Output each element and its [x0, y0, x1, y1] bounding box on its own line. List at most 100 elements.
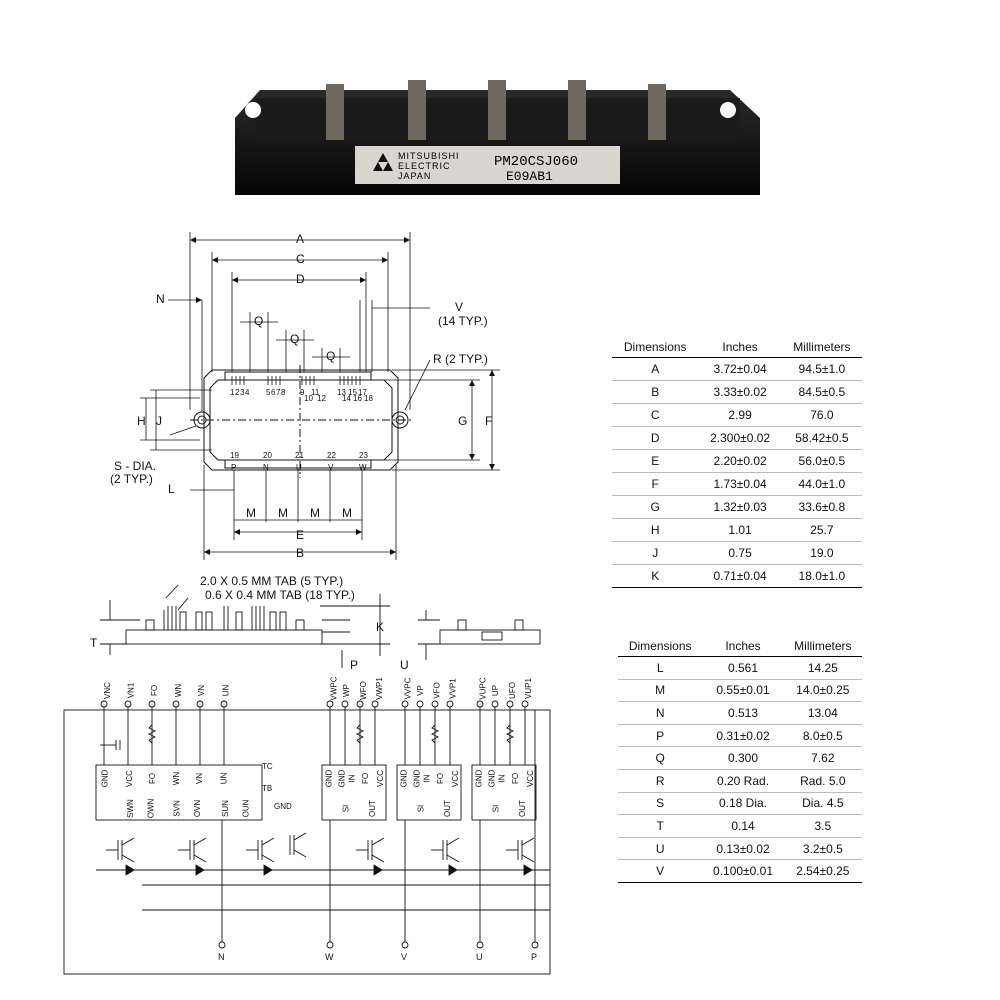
brand-text: MITSUBISHI [398, 151, 460, 161]
dim-label-k: K [376, 620, 385, 634]
mm-cell: 8.0±0.5 [783, 724, 862, 748]
tab-note-1: 2.0 X 0.5 MM TAB (5 TYP.) [200, 574, 344, 588]
term-vn1: VN1 [126, 682, 136, 699]
mm-cell: 2.54±0.25 [783, 859, 862, 883]
inch-cell: 0.14 [702, 814, 784, 838]
dim-cell: L [618, 656, 703, 680]
dim-cell: J [612, 541, 699, 565]
dim-cell: R [618, 769, 703, 793]
pin-17: 17 [358, 388, 367, 397]
dim-label-u: U [400, 658, 409, 672]
mm-cell: 18.0±1.0 [781, 564, 862, 588]
inch-cell: 0.18 Dia. [702, 792, 784, 816]
inch-cell: 0.55±0.01 [702, 679, 784, 703]
mm-cell: 3.2±0.5 [783, 837, 862, 861]
mm-cell: 14.25 [783, 656, 862, 680]
dim-cell: H [612, 518, 699, 542]
mm-cell: 56.0±0.5 [781, 449, 862, 473]
module-photo: MITSUBISHI ELECTRIC JAPAN PM20CSJ060 E09… [235, 45, 760, 195]
hic-w-si: SI [341, 804, 351, 813]
hic-u-vcc: VCC [525, 770, 535, 787]
ic-high-side-w [321, 764, 387, 821]
pin-v: V [328, 463, 334, 472]
igbt-symbols [106, 832, 535, 863]
hic-u-si: SI [491, 804, 501, 813]
mm-cell: 19.0 [781, 541, 862, 565]
pin-15: 15 [348, 388, 357, 397]
ic-out-ovn: OVN [193, 799, 203, 818]
dim-label-s: S - DIA. [114, 459, 157, 473]
table-header: Dimensions Inches Millimeters [618, 636, 862, 657]
ic-pin-wn: WN [172, 771, 182, 786]
term-w: W [325, 952, 334, 962]
ic-out-swn: SWN [125, 799, 135, 818]
pin-7: 7 [276, 388, 281, 397]
dim-label-v-note: (14 TYP.) [438, 314, 488, 328]
mm-cell: 25.7 [781, 518, 862, 542]
ic-high-side-v [396, 764, 462, 821]
pin-9: 9 [300, 388, 305, 397]
hic-v-out: OUT [442, 800, 452, 817]
part-number: PM20CSJ060 [494, 154, 578, 170]
term-vnc: VNC [102, 682, 112, 699]
mitsubishi-logo-icon [373, 153, 393, 171]
dim-cell: Q [618, 746, 703, 770]
ic-out-oun: OUN [241, 799, 251, 818]
lot-code: E09AB1 [506, 169, 553, 184]
hic-u-fo: FO [511, 772, 521, 785]
dim-cell: V [618, 859, 703, 883]
hic-w-fo: FO [361, 772, 371, 785]
term-wn: WN [174, 683, 184, 698]
mm-cell: 33.6±0.8 [781, 495, 862, 519]
dim-label-f: F [485, 414, 493, 428]
dim-label-c: C [296, 252, 305, 266]
hic-u-gnd2: GND [487, 769, 497, 788]
dim-cell: T [618, 814, 703, 838]
pin-21: 21 [295, 451, 304, 460]
outline-side-view [100, 584, 541, 668]
dim-label-r: R (2 TYP.) [433, 352, 488, 366]
term-vwpc: VWPC [329, 676, 339, 701]
term-wp: WP [341, 684, 351, 697]
hic-u-out: OUT [517, 800, 527, 817]
pin-16: 16 [353, 394, 362, 403]
header-millimeters: Millimeters [781, 337, 862, 358]
term-vp: VP [415, 685, 425, 696]
term-ufo: UFO [507, 682, 517, 699]
dim-label-e: E [296, 528, 305, 542]
ic-pin-gnd: GND [100, 769, 110, 788]
mount-hole-right [720, 102, 736, 118]
inch-cell: 0.513 [702, 701, 784, 725]
inch-cell: 0.13±0.02 [702, 837, 784, 861]
hic-w-in: IN [347, 774, 357, 783]
term-v: V [401, 952, 408, 962]
dim-label-a: A [296, 232, 305, 246]
mount-hole-left [245, 102, 261, 118]
dim-cell: C [612, 403, 699, 427]
hic-u-in: IN [497, 774, 507, 783]
brand-text-3: JAPAN [398, 171, 431, 181]
dim-label-d: D [296, 272, 305, 286]
ic-pin-vn: VN [195, 772, 205, 785]
dim-cell: E [612, 449, 699, 473]
term-u: U [476, 952, 483, 962]
term-un: UN [221, 684, 231, 697]
dim-cell: D [612, 426, 699, 450]
table-header: Dimensions Inches Millimeters [612, 337, 862, 358]
term-p: P [531, 952, 538, 962]
pin-2: 2 [235, 388, 240, 397]
inch-cell: 0.75 [698, 541, 782, 565]
mm-cell: 84.5±0.5 [781, 380, 862, 404]
pin-3: 3 [240, 388, 245, 397]
